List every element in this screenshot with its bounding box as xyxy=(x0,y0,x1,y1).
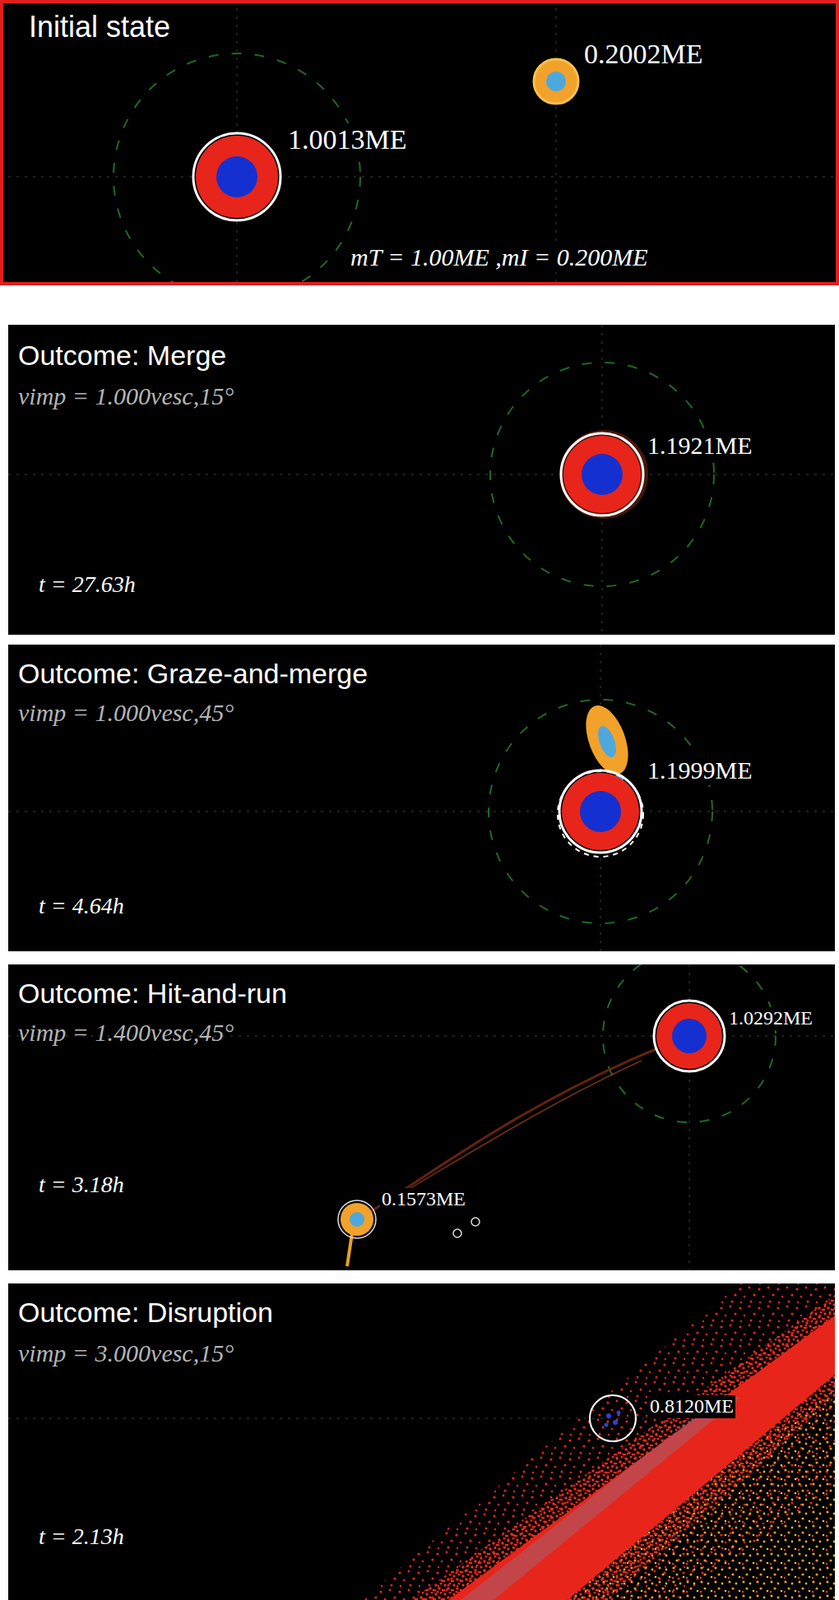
outcome-panel: Outcome: Graze-and-merge vimp = 1.000vesc… xyxy=(8,644,835,952)
mass-label: 0.2002ME xyxy=(582,37,705,70)
panel-title: Outcome: Graze-and-merge xyxy=(18,658,368,691)
panel-title: Outcome: Hit-and-run xyxy=(18,978,288,1011)
outcome-panel: Outcome: Merge vimp = 1.000vesc,15° 1.1921… xyxy=(8,324,835,636)
mass-label: 1.1999ME xyxy=(645,756,755,786)
time-label: t = 27.63h xyxy=(38,571,136,598)
mass-label: 0.8120ME xyxy=(648,1395,736,1419)
panel-title: Outcome: Merge xyxy=(18,339,227,372)
time-label: t = 3.18h xyxy=(38,1172,125,1199)
impact-parameters: vimp = 1.000vesc,15° xyxy=(18,382,234,412)
impact-parameters: vimp = 3.000vesc,15° xyxy=(18,1339,234,1369)
mass-label: 0.1573ME xyxy=(380,1188,468,1212)
time-label: t = 2.13h xyxy=(38,1524,125,1551)
mass-label: 1.0013ME xyxy=(286,123,409,156)
impact-parameters: vimp = 1.400vesc,45° xyxy=(18,1019,234,1048)
panel-title: Outcome: Disruption xyxy=(18,1297,274,1330)
initial-state-panel: Initial state 0.2002ME 1.0013ME mT = 1.00ME… xyxy=(0,0,839,286)
mass-label: 1.0292ME xyxy=(727,1007,815,1031)
panel-title: Initial state xyxy=(28,9,171,44)
time-label: t = 4.64h xyxy=(38,893,125,920)
outcome-panel: Outcome: Hit-and-run vimp = 1.400vesc,45°… xyxy=(8,964,835,1271)
mass-label: 1.1921ME xyxy=(645,431,755,461)
mass-parameters: mT = 1.00ME ,mI = 0.200ME xyxy=(348,243,650,273)
impact-parameters: vimp = 1.000vesc,45° xyxy=(18,699,234,728)
outcome-panel: Outcome: Disruption vimp = 3.000vesc,15° 0… xyxy=(8,1283,835,1600)
